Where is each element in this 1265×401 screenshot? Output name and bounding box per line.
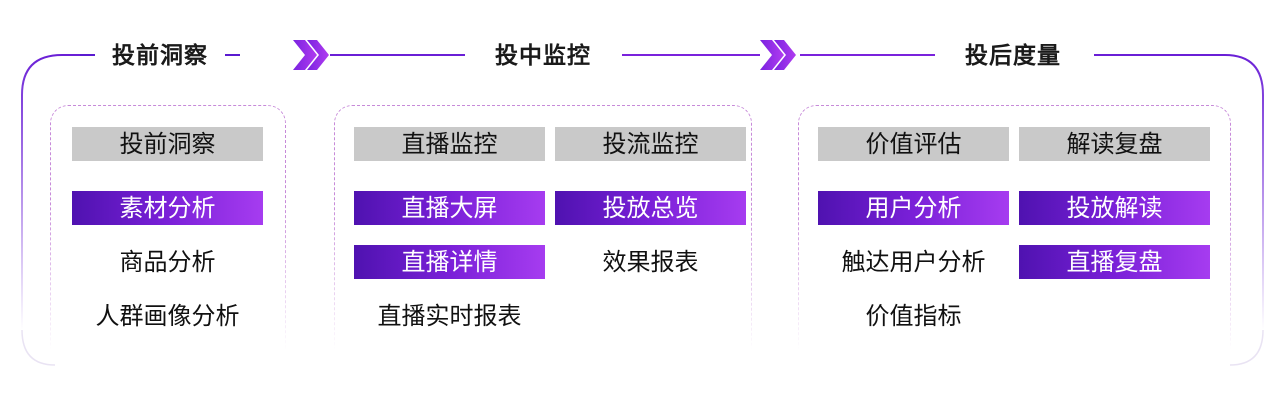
- module-value-metrics[interactable]: 价值指标: [865, 302, 962, 330]
- module-reach-user-analysis[interactable]: 触达用户分析: [841, 248, 986, 276]
- module-crowd-portrait[interactable]: 人群画像分析: [95, 302, 240, 330]
- double-chevron-right-icon: [760, 40, 796, 70]
- stage-title-pre: 投前洞察: [95, 38, 225, 74]
- header-review: 解读复盘: [1019, 127, 1210, 161]
- module-live-review[interactable]: 直播复盘: [1019, 245, 1210, 279]
- module-delivery-interpretation[interactable]: 投放解读: [1019, 191, 1210, 225]
- stage-title-mid: 投中监控: [478, 38, 608, 74]
- panel-mid: [334, 105, 752, 350]
- module-live-detail[interactable]: 直播详情: [354, 245, 545, 279]
- module-effect-report[interactable]: 效果报表: [602, 248, 699, 276]
- panel-post: [798, 105, 1231, 350]
- header-live-monitor: 直播监控: [354, 127, 545, 161]
- panel-pre: [50, 105, 286, 350]
- module-live-realtime-report[interactable]: 直播实时报表: [377, 302, 522, 330]
- header-pre-insight: 投前洞察: [72, 127, 263, 161]
- header-value-assessment: 价值评估: [818, 127, 1009, 161]
- double-chevron-right-icon: [293, 40, 329, 70]
- module-product-analysis[interactable]: 商品分析: [119, 248, 216, 276]
- module-live-screen[interactable]: 直播大屏: [354, 191, 545, 225]
- header-traffic-monitor: 投流监控: [555, 127, 746, 161]
- module-user-analysis[interactable]: 用户分析: [818, 191, 1009, 225]
- module-delivery-overview[interactable]: 投放总览: [555, 191, 746, 225]
- module-material-analysis[interactable]: 素材分析: [72, 191, 263, 225]
- stage-title-post: 投后度量: [948, 38, 1078, 74]
